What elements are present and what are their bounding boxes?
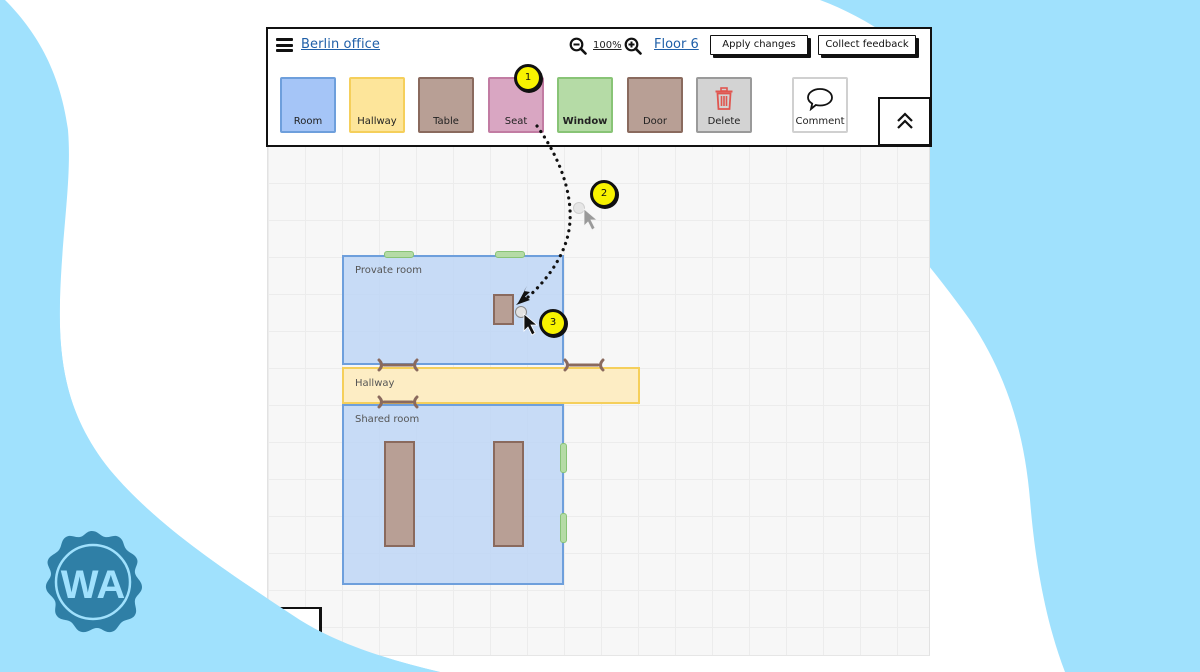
palette-comment-label: Comment xyxy=(795,116,845,127)
door[interactable] xyxy=(376,358,420,372)
project-name-link[interactable]: Berlin office xyxy=(301,37,381,52)
table[interactable] xyxy=(384,441,415,547)
zoom-in-icon[interactable] xyxy=(624,37,642,55)
palette-hallway-label: Hallway xyxy=(357,116,397,127)
palette-window[interactable]: Window xyxy=(557,77,613,133)
step-badge-3: 3 xyxy=(539,309,567,337)
step-badge-1: 1 xyxy=(514,64,542,92)
door[interactable] xyxy=(376,395,420,409)
hallway-label: Hallway xyxy=(355,378,395,389)
palette-window-label: Window xyxy=(562,116,608,127)
private-room-label: Provate room xyxy=(355,265,423,276)
palette-delete[interactable]: Delete xyxy=(696,77,752,133)
zoom-level: 100% xyxy=(593,40,622,51)
apply-changes-button[interactable]: Apply changes xyxy=(710,35,808,55)
svg-text:WA: WA xyxy=(61,563,125,607)
palette-seat-label: Seat xyxy=(504,116,528,127)
hamburger-menu-icon[interactable] xyxy=(276,38,293,52)
step-badge-2: 2 xyxy=(590,180,618,208)
floor-selector-link[interactable]: Floor 6 xyxy=(654,37,699,52)
window[interactable] xyxy=(560,443,567,473)
door[interactable] xyxy=(562,358,606,372)
window[interactable] xyxy=(560,513,567,543)
top-bar: Berlin office 100% Floor 6 Apply changes… xyxy=(268,29,930,63)
palette-hallway[interactable]: Hallway xyxy=(349,77,405,133)
seat-table[interactable] xyxy=(493,294,514,325)
speech-bubble-icon xyxy=(807,88,833,111)
palette-door[interactable]: Door xyxy=(627,77,683,133)
double-chevron-up-icon xyxy=(897,112,913,129)
palette-room[interactable]: Room xyxy=(280,77,336,133)
shared-room[interactable]: Shared room xyxy=(342,404,564,585)
toolbar-panel: Berlin office 100% Floor 6 Apply changes… xyxy=(266,27,932,147)
window[interactable] xyxy=(384,251,414,258)
palette-delete-label: Delete xyxy=(707,116,741,127)
palette-room-label: Room xyxy=(293,116,323,127)
window[interactable] xyxy=(495,251,525,258)
collapse-toolbar-button[interactable] xyxy=(878,97,932,147)
palette-door-label: Door xyxy=(642,116,668,127)
shared-room-label: Shared room xyxy=(355,414,420,425)
palette-table[interactable]: Table xyxy=(418,77,474,133)
zoom-out-icon[interactable] xyxy=(569,37,587,55)
palette-table-label: Table xyxy=(433,116,459,127)
collect-feedback-button[interactable]: Collect feedback xyxy=(818,35,916,55)
palette-comment[interactable]: Comment xyxy=(792,77,848,133)
bottom-panel-edge xyxy=(266,607,322,647)
trash-icon xyxy=(715,87,733,110)
wa-logo-badge: WA xyxy=(45,531,142,633)
table[interactable] xyxy=(493,441,524,547)
private-room[interactable]: Provate room xyxy=(342,255,564,365)
